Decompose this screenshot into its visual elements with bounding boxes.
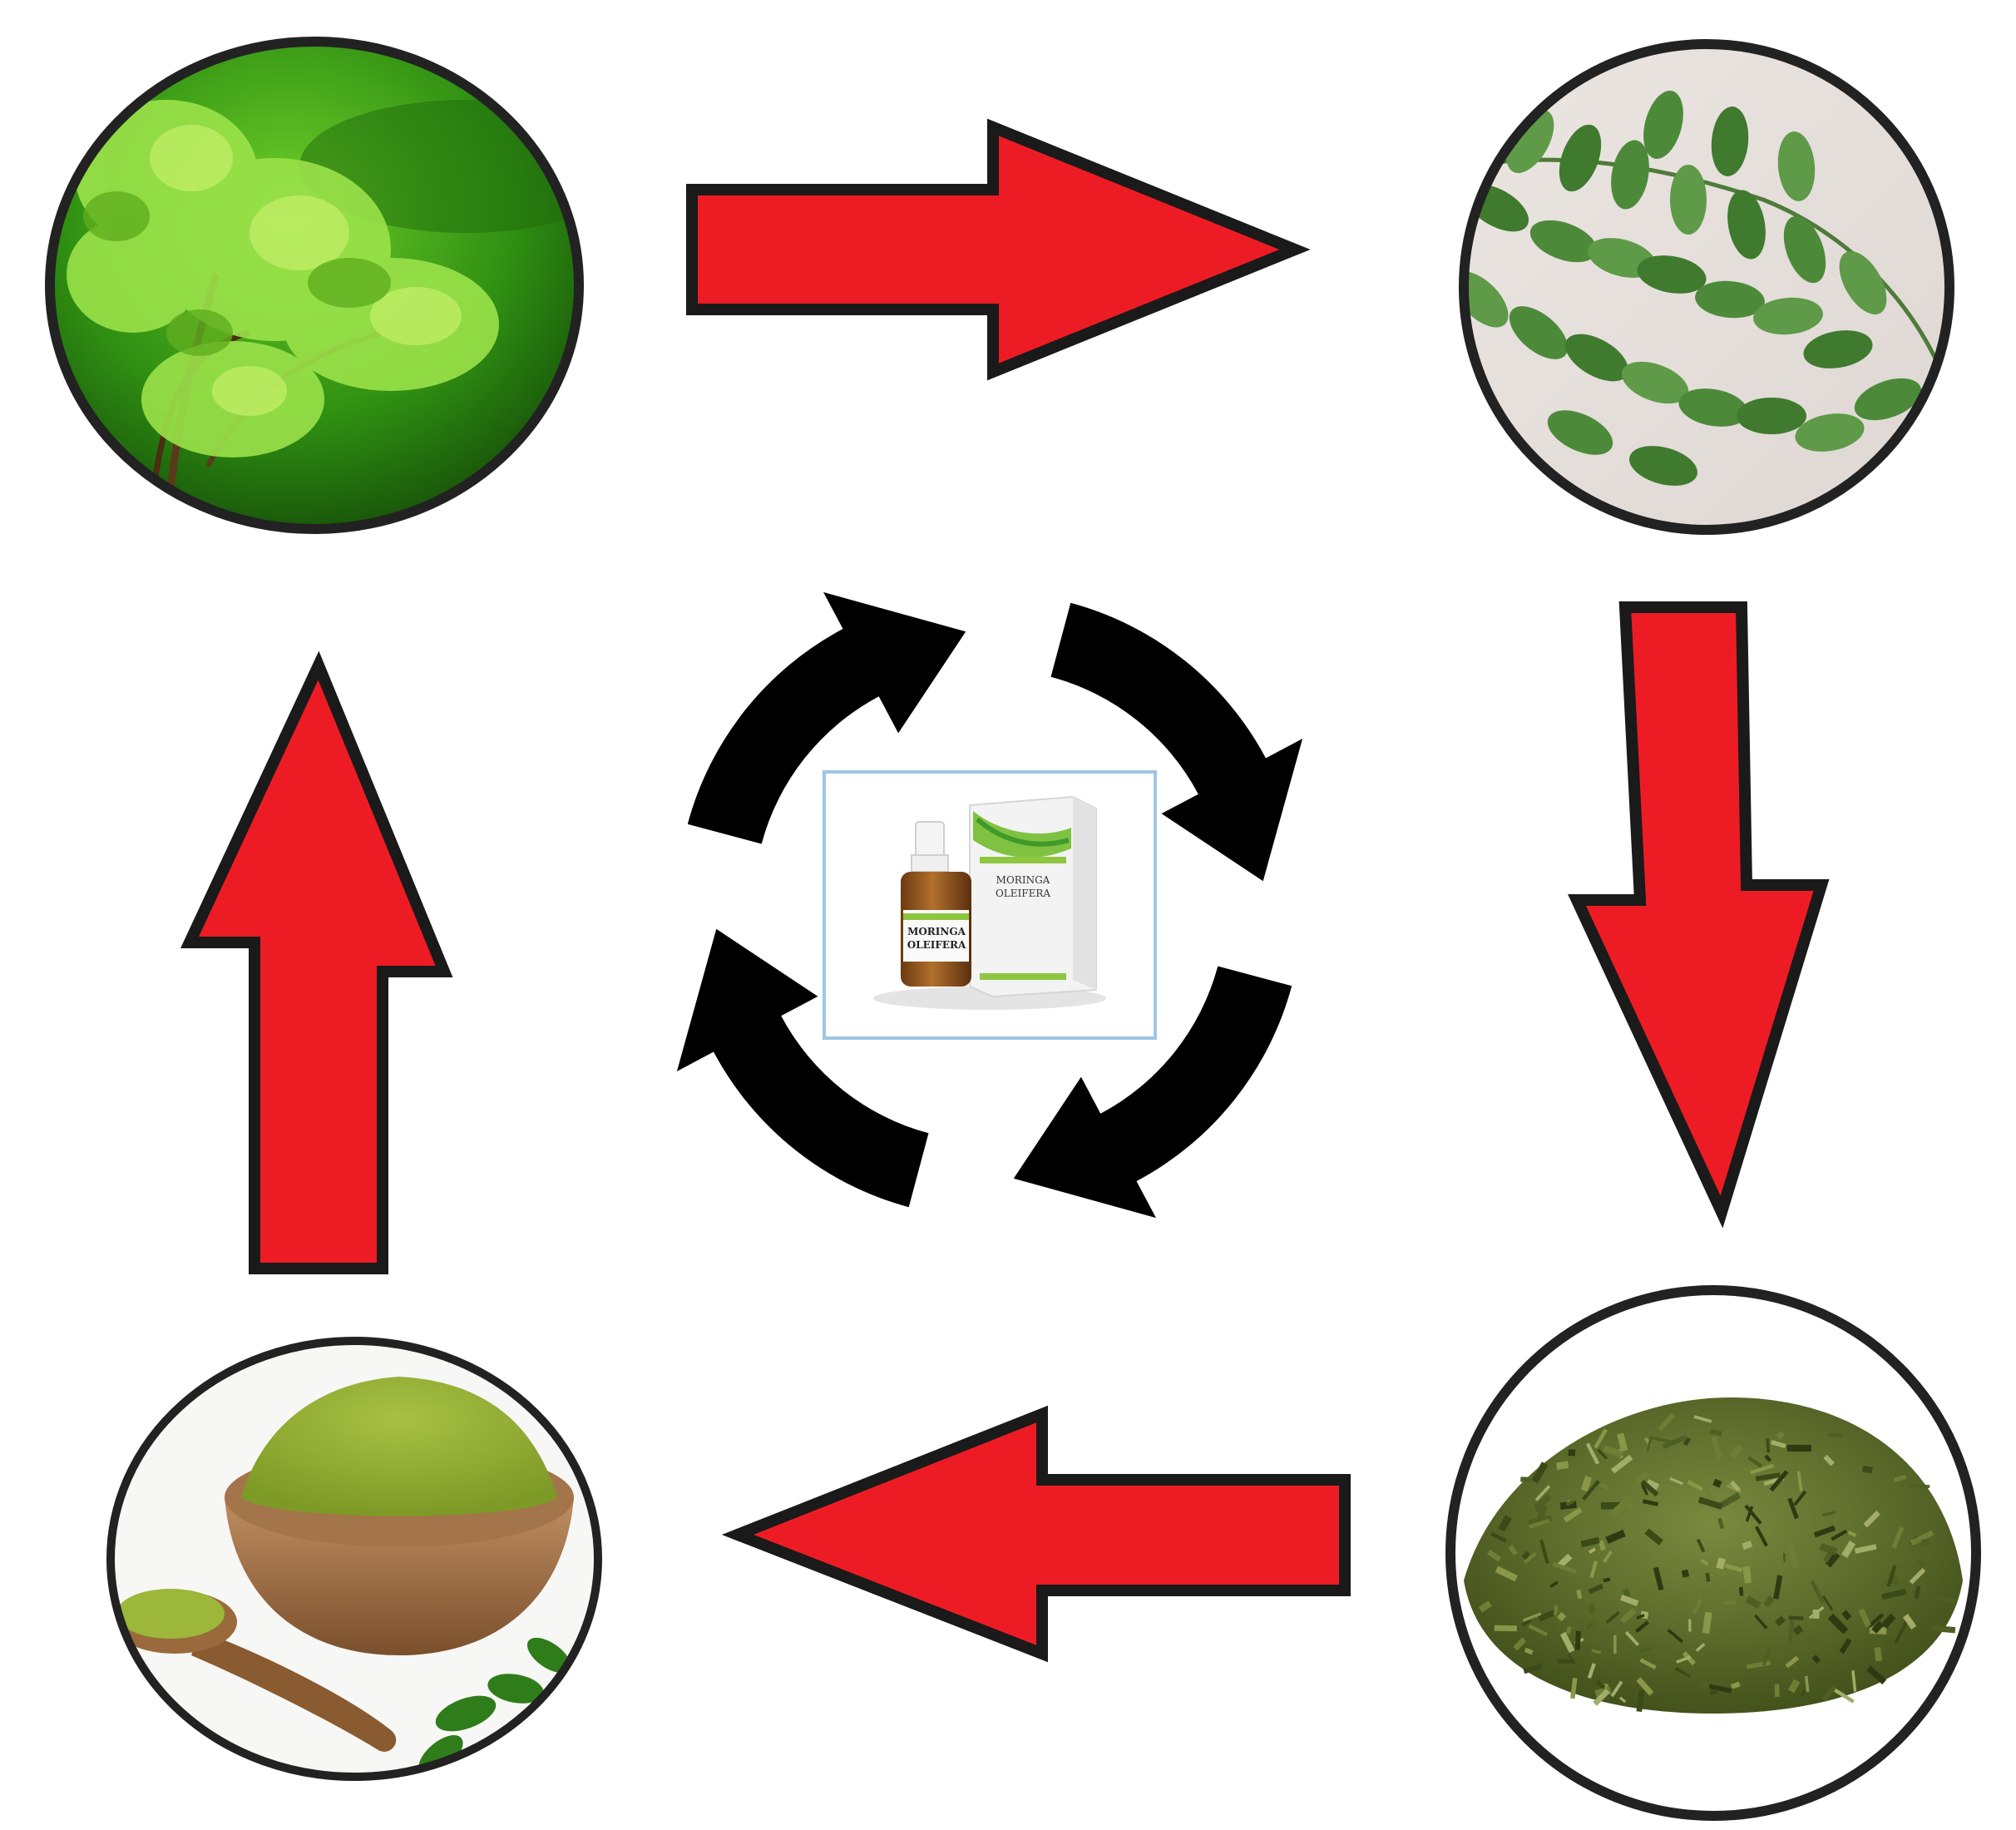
arrow-down [1568, 601, 1830, 1229]
box-label-line2: OLEIFERA [996, 888, 1050, 899]
arrow-up [180, 650, 453, 1274]
moringa-leaves-photo [1464, 44, 1949, 530]
arrow-left [721, 1405, 1351, 1663]
cycle-arrow-3 [1013, 966, 1292, 1219]
dried-flakes [1478, 1413, 1956, 1713]
arrow-right [686, 118, 1311, 381]
stage-tree [45, 37, 584, 534]
dried-leaves-photo [1450, 1290, 1976, 1816]
cycle-arrows [676, 591, 1303, 1219]
leaf-cluster [1464, 91, 1949, 490]
cycle-arrow-2 [1050, 602, 1303, 882]
cycle-arrow-1 [687, 591, 966, 844]
cycle-arrow-4 [676, 928, 929, 1208]
moringa-tree-photo [50, 42, 579, 529]
bottle-label-line1: MORINGA [907, 926, 966, 937]
leaves-circle-frame [1459, 39, 1954, 535]
bottle-label-line2: OLEIFERA [907, 939, 966, 951]
stage-dried-leaves [1445, 1285, 1981, 1821]
dried-circle-frame [1445, 1285, 1981, 1821]
box-label-line1: MORINGA [996, 874, 1050, 886]
stage-leaves [1459, 39, 1954, 535]
stage-powder [106, 1337, 602, 1781]
center-product: MORINGA OLEIFERA MORINGA OLEIFERA [823, 770, 1157, 1040]
tree-circle-frame [45, 37, 584, 534]
moringa-powder-photo [111, 1341, 598, 1777]
homeopathic-product-photo: MORINGA OLEIFERA MORINGA OLEIFERA [873, 795, 1106, 1010]
powder-circle-frame [106, 1337, 602, 1781]
